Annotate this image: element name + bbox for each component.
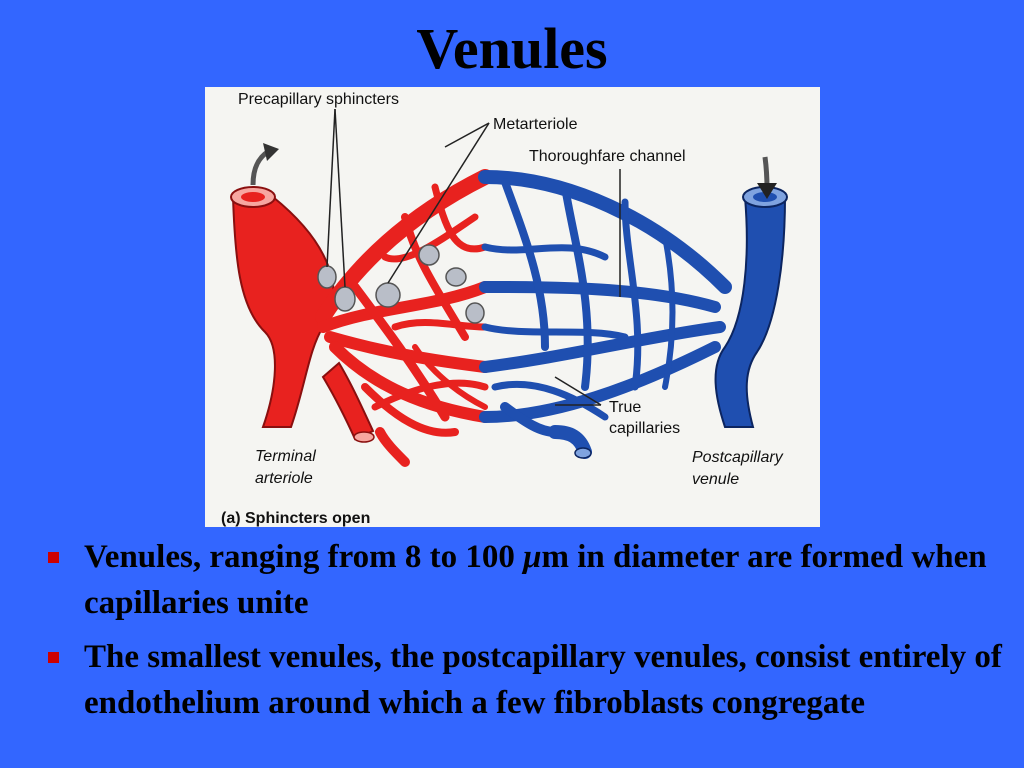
- label-leader-lines: [326, 108, 621, 406]
- label-metarteriole: Metarteriole: [493, 116, 578, 133]
- label-terminal-arteriole-line1: Terminal: [255, 448, 316, 465]
- label-true-capillaries-line1: True: [609, 399, 641, 416]
- bullet-venule-size: Venules, ranging from 8 to 100 μm in dia…: [44, 534, 1004, 626]
- bullet-postcapillary-venules: The smallest venules, the postcapillary …: [44, 634, 1004, 726]
- terminal-arteriole-vessel: [230, 186, 375, 443]
- bullet-text: The smallest venules, the postcapillary …: [84, 639, 1002, 721]
- capillary-bed-diagram: Precapillary sphincters Metarteriole Tho…: [221, 91, 788, 527]
- venous-capillary-network: [478, 170, 732, 437]
- capillary-bed-figure: Precapillary sphincters Metarteriole Tho…: [205, 87, 820, 527]
- label-terminal-arteriole-line2: arteriole: [255, 470, 313, 487]
- bullet-text-pre: Venules, ranging from 8 to 100: [84, 539, 524, 575]
- micro-symbol: μ: [523, 539, 542, 575]
- label-true-capillaries-line2: capillaries: [609, 420, 680, 437]
- bullet-list: Venules, ranging from 8 to 100 μm in dia…: [44, 534, 1004, 734]
- label-thoroughfare-channel: Thoroughfare channel: [529, 148, 686, 165]
- slide-title: Venules: [416, 16, 608, 81]
- bullet-text-post: m in diameter are formed when capillarie…: [84, 539, 987, 621]
- bullet-square-icon: [48, 552, 59, 563]
- label-precapillary-sphincters: Precapillary sphincters: [238, 91, 399, 108]
- figure-caption: (a) Sphincters open: [221, 510, 370, 527]
- bullet-square-icon: [48, 652, 59, 663]
- label-postcapillary-venule-line1: Postcapillary: [692, 449, 784, 466]
- label-postcapillary-venule-line2: venule: [692, 471, 739, 488]
